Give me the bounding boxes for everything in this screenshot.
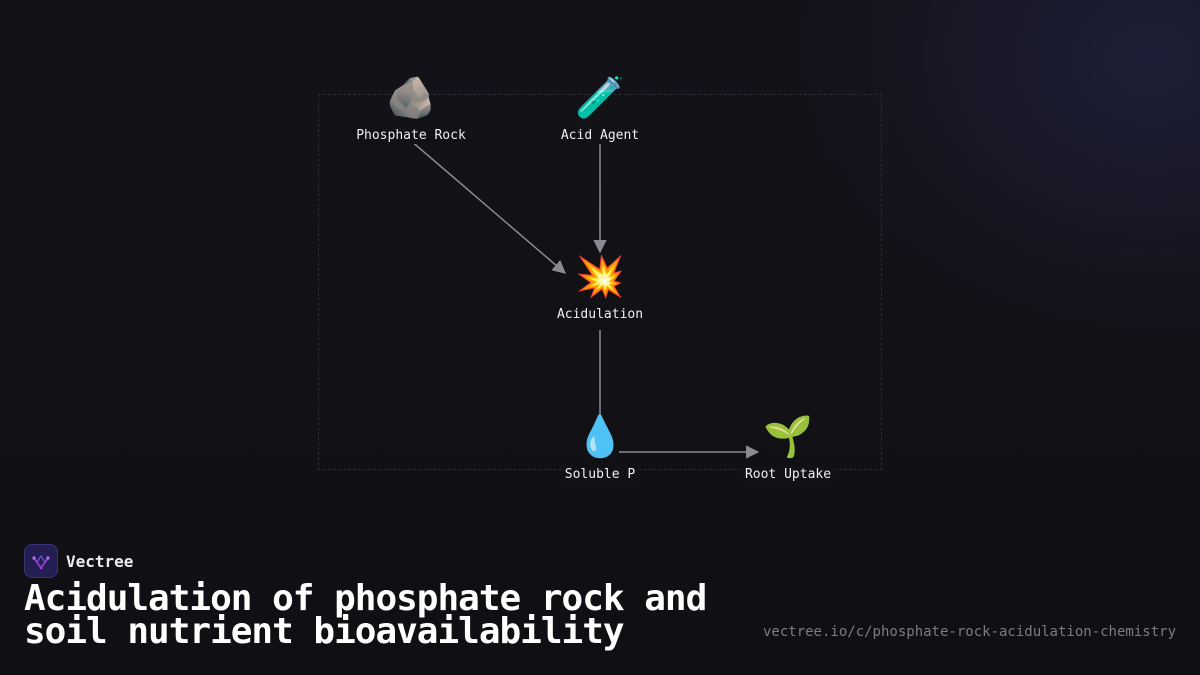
droplet-icon: 💧: [575, 414, 625, 460]
rock-icon: 🪨: [386, 75, 436, 121]
node-label: Acid Agent: [556, 127, 644, 144]
test-tube-icon: 🧪: [575, 75, 625, 121]
node-label: Phosphate Rock: [352, 127, 470, 144]
collision-icon: 💥: [575, 254, 625, 300]
node-acidulation: 💥 Acidulation: [520, 253, 680, 323]
page-title: Acidulation of phosphate rock and soil n…: [24, 578, 707, 652]
brand: Vectree: [24, 544, 133, 578]
vectree-logo-mark: [32, 555, 50, 570]
node-soluble-p: 💧 Soluble P: [520, 413, 680, 483]
vectree-logo-icon: [24, 544, 58, 578]
node-label: Root Uptake: [740, 466, 836, 483]
source-url: vectree.io/c/phosphate-rock-acidulation-…: [762, 624, 1176, 640]
seedling-icon: 🌱: [763, 414, 813, 460]
node-root-uptake: 🌱 Root Uptake: [708, 413, 868, 483]
node-label: Acidulation: [552, 306, 648, 323]
node-acid-agent: 🧪 Acid Agent: [520, 74, 680, 144]
brand-name: Vectree: [66, 551, 134, 571]
node-label: Soluble P: [560, 466, 640, 483]
node-phosphate-rock: 🪨 Phosphate Rock: [331, 74, 491, 144]
edge-rock-to-acidulation: [409, 139, 567, 274]
